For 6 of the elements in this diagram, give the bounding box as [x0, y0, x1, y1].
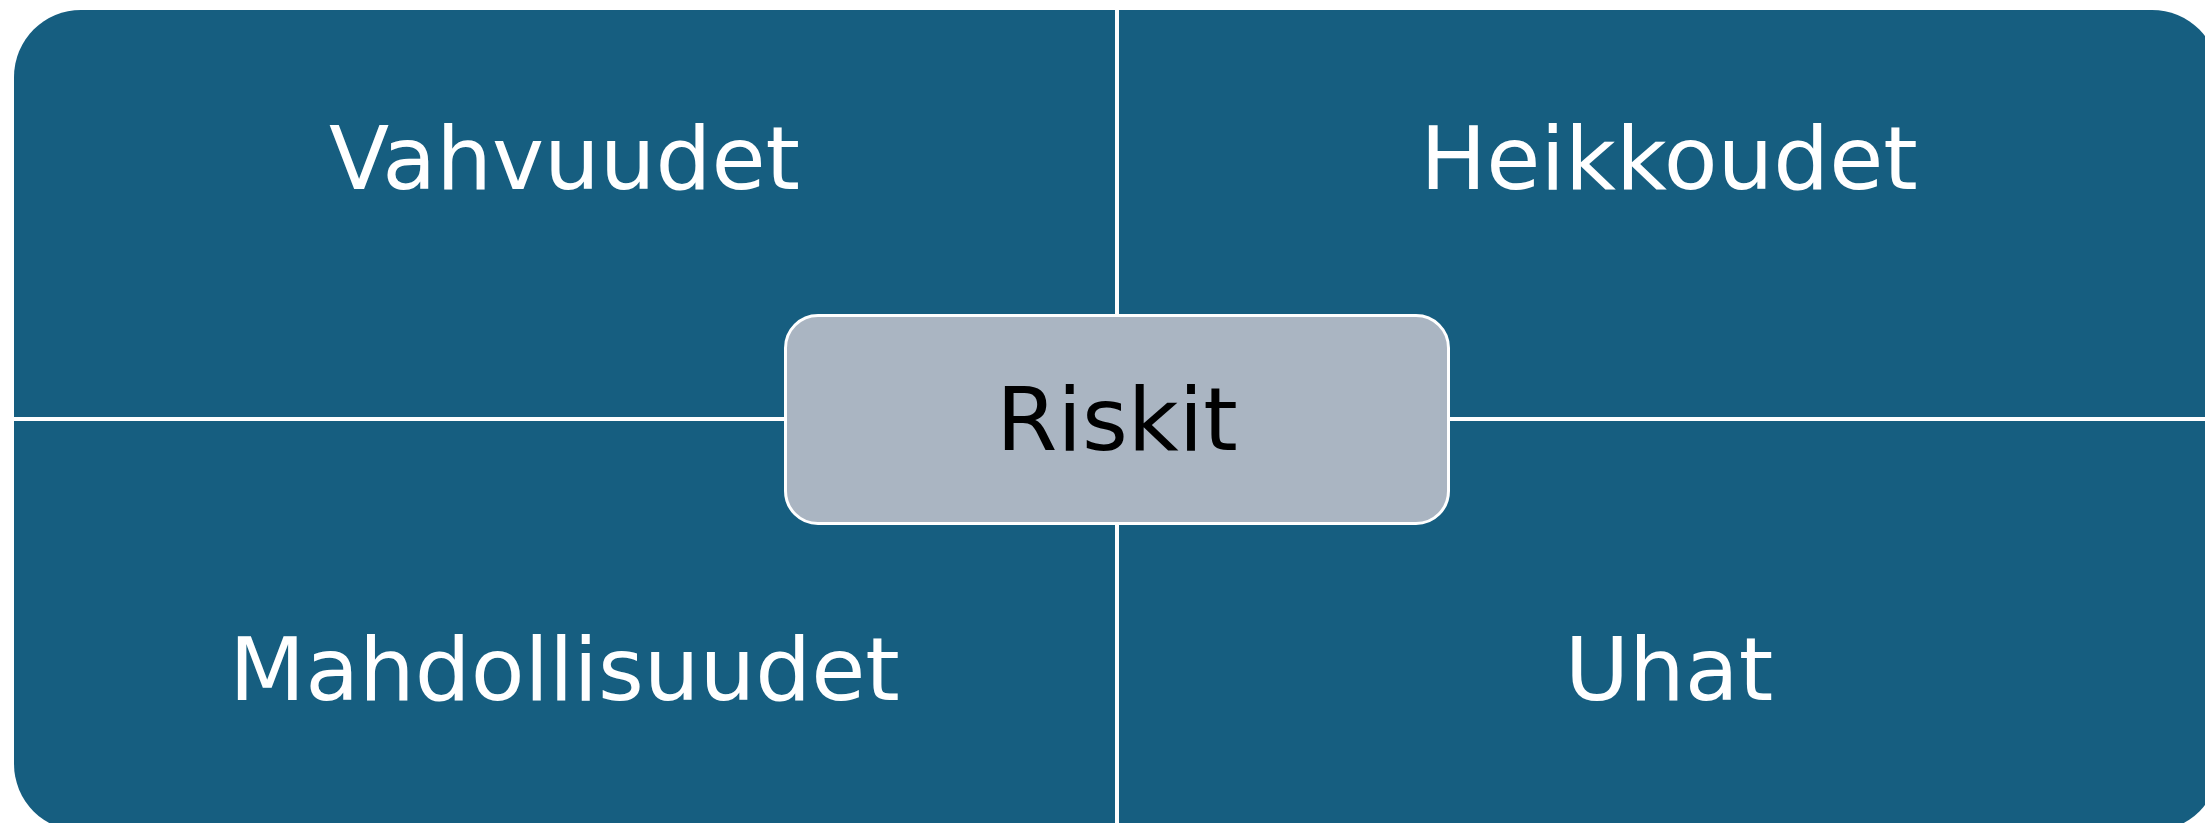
quadrant-label: Heikkoudet	[1420, 115, 1918, 212]
quadrant-label: Uhat	[1564, 626, 1774, 723]
center-label: Riskit	[996, 375, 1238, 464]
center-box	[784, 314, 1450, 525]
quadrant-label: Mahdollisuudet	[229, 626, 900, 723]
quadrant-label: Vahvuudet	[328, 115, 801, 212]
